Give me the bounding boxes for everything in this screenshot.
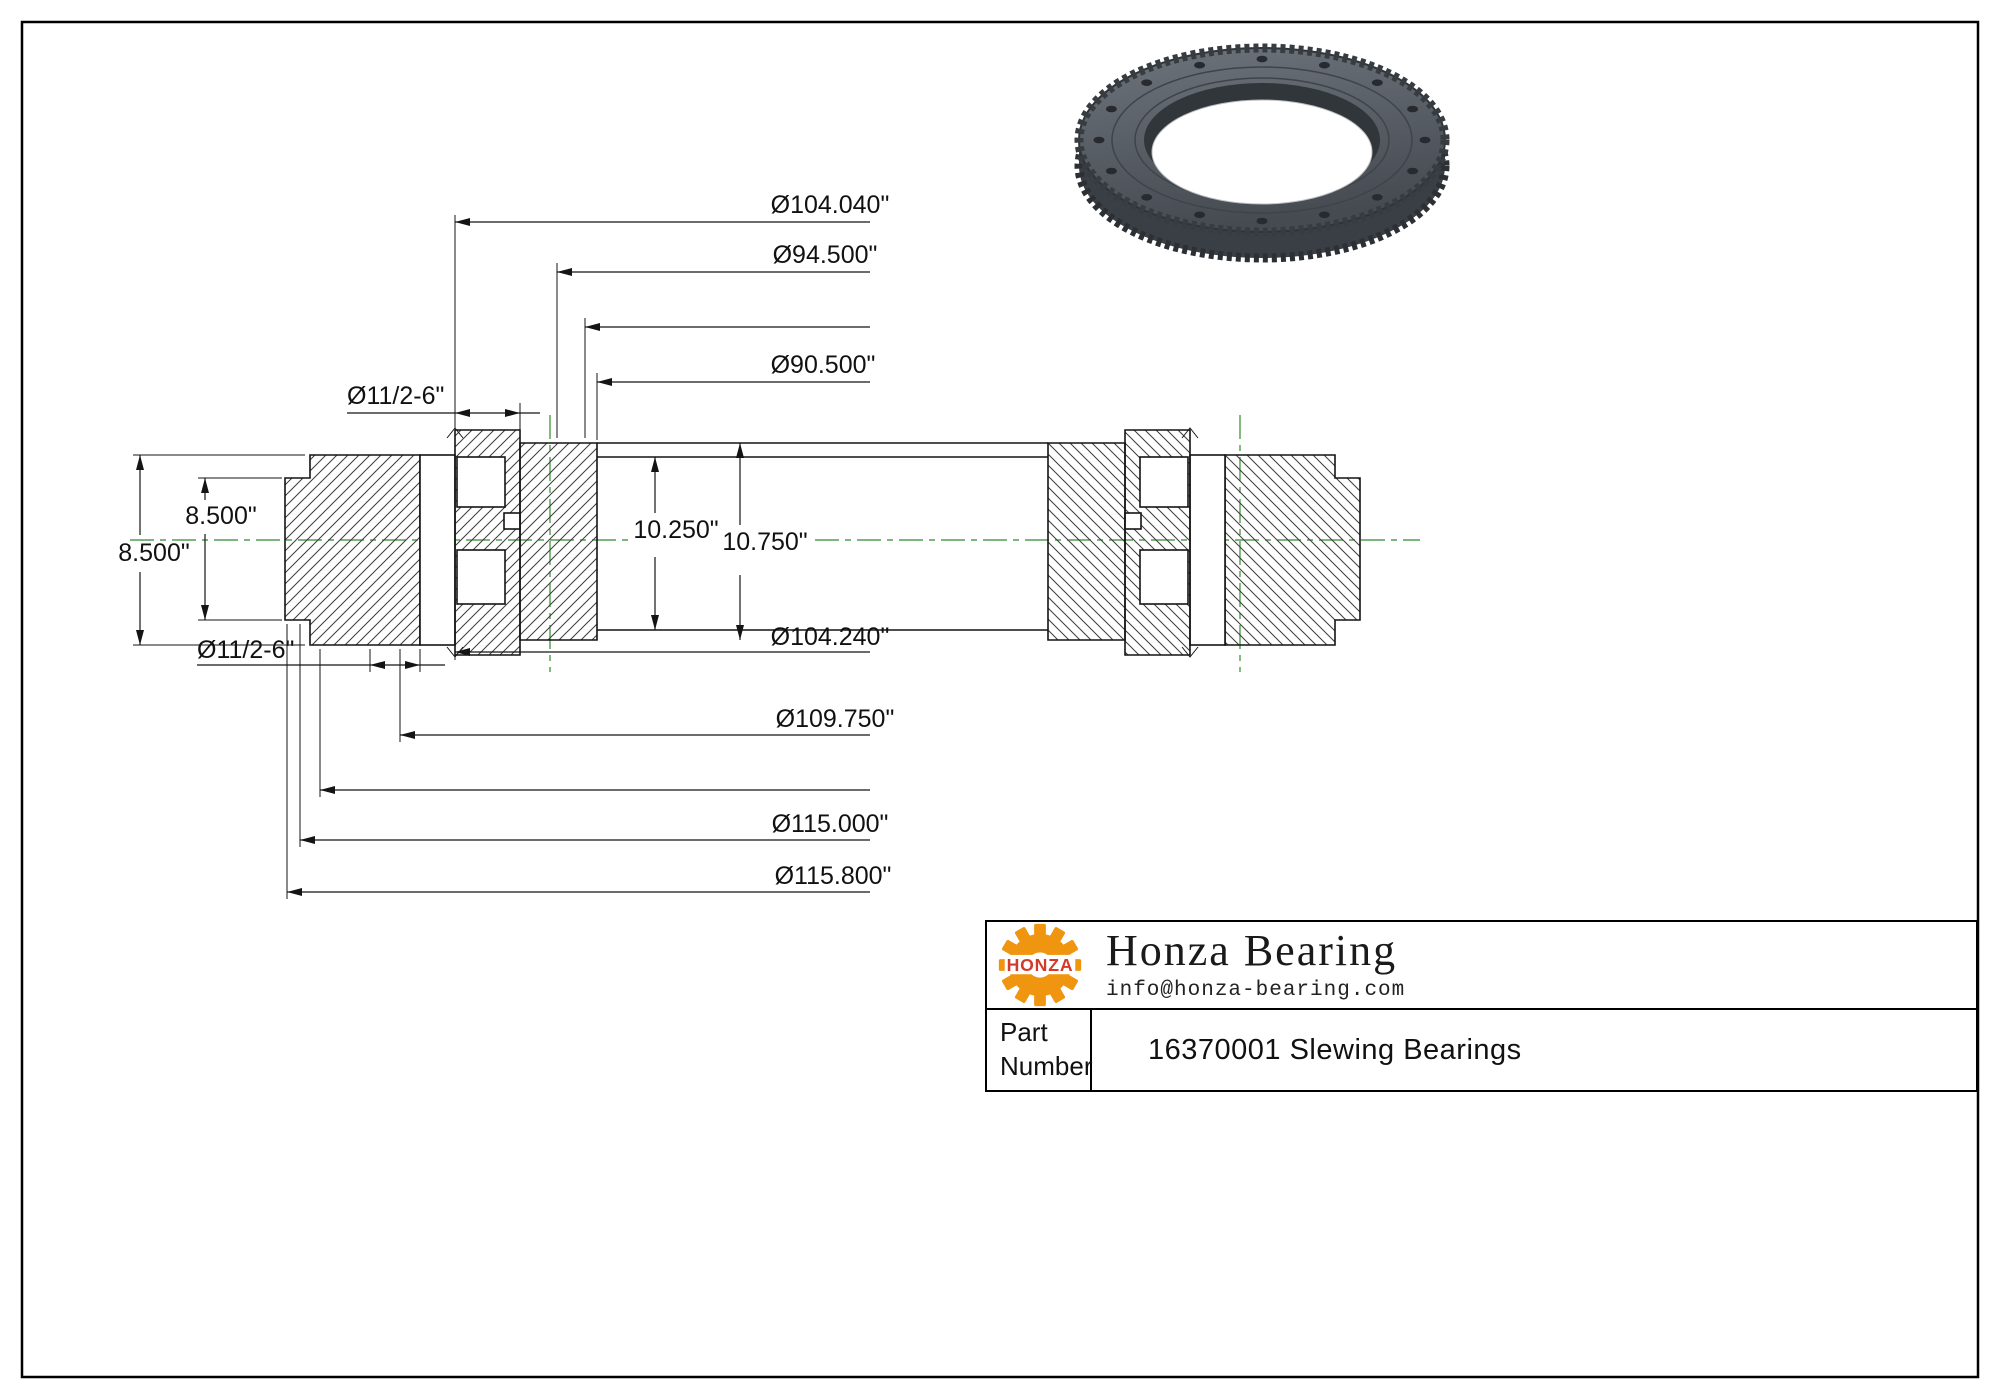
dim-label-bore-outer: 10.750" xyxy=(722,528,807,556)
cross-section-left xyxy=(284,427,598,658)
outer-flange-ring-right xyxy=(1224,454,1361,646)
bearing-3d-render xyxy=(1074,43,1450,263)
part-number-value: 16370001 Slewing Bearings xyxy=(1148,1033,1522,1066)
dim-bolt-bottom: Ø11/2-6" xyxy=(197,636,445,672)
dim-height-flange: 8.500" xyxy=(185,477,282,621)
logo-text: HONZA xyxy=(1006,955,1073,975)
roller-spacer-right xyxy=(1124,512,1142,530)
outer-flange-ring-left xyxy=(284,454,421,646)
dim-unlabeled-bottom xyxy=(319,649,870,797)
dim-label-bore-inner: 10.250" xyxy=(633,516,718,544)
dim-label-height-outer: 8.500" xyxy=(118,539,189,567)
dim-bore-inner: 10.250" xyxy=(633,457,719,630)
dim-dia-115-800: Ø115.800" xyxy=(286,624,892,899)
dim-label-dia-90-500: Ø90.500" xyxy=(771,351,876,379)
dim-dia-115-000: Ø115.000" xyxy=(299,624,889,847)
roller-upper-left xyxy=(456,456,506,508)
inner-lip-ring-right xyxy=(1047,442,1126,641)
gear-tooth-mark-bottom-right xyxy=(1181,646,1199,658)
honza-logo-gear-icon: HONZA xyxy=(998,923,1081,1007)
dim-label-height-flange: 8.500" xyxy=(185,502,256,530)
dim-dia-90-500: Ø90.500" xyxy=(596,351,876,440)
roller-lower-left xyxy=(456,549,506,605)
ring-gap-right xyxy=(1189,454,1226,646)
dim-height-outer: 8.500" xyxy=(118,454,305,646)
roller-lower-right xyxy=(1139,549,1189,605)
title-block: HONZA Honza Bearing info@honza-bearing.c… xyxy=(985,920,1978,1092)
roller-spacer-left xyxy=(503,512,521,530)
dim-label-bolt-top: Ø11/2-6" xyxy=(347,382,444,410)
dim-dia-109-750: Ø109.750" xyxy=(399,649,895,742)
title-block-header-row: HONZA Honza Bearing info@honza-bearing.c… xyxy=(987,922,1976,1011)
company-email: info@honza-bearing.com xyxy=(1106,978,1406,1002)
gear-tooth-mark-top-right xyxy=(1181,427,1199,439)
ring-gap-left xyxy=(419,454,456,646)
dim-label-dia-109-750: Ø109.750" xyxy=(776,705,895,733)
dim-dia-104-240: Ø104.240" xyxy=(454,623,890,660)
dim-bore-outer: 10.750" xyxy=(722,443,808,640)
company-logo: HONZA xyxy=(987,923,1092,1007)
bolt-holes xyxy=(1093,55,1431,225)
part-number-label: Part Number xyxy=(987,1010,1092,1090)
dim-dia-104-040: Ø104.040" xyxy=(454,191,890,428)
dim-label-dia-104-240: Ø104.240" xyxy=(771,623,890,651)
dim-bolt-top: Ø11/2-6" xyxy=(347,382,540,435)
inner-lip-ring-left xyxy=(519,442,598,641)
dim-label-dia-115-800: Ø115.800" xyxy=(775,862,892,890)
dim-unlabeled-top xyxy=(584,318,870,438)
dim-dia-94-500: Ø94.500" xyxy=(556,241,878,438)
company-name: Honza Bearing xyxy=(1106,925,1398,975)
dim-label-bolt-bottom: Ø11/2-6" xyxy=(197,636,294,664)
dim-label-dia-104-040: Ø104.040" xyxy=(771,191,890,219)
cross-section-right xyxy=(1047,427,1361,658)
roller-upper-right xyxy=(1139,456,1189,508)
dimensions: Ø104.040" Ø94.500" Ø90.500" Ø11/2-6" xyxy=(118,191,894,899)
dim-label-dia-115-000: Ø115.000" xyxy=(772,810,889,838)
bore-lines xyxy=(597,442,1048,631)
title-block-part-row: Part Number 16370001 Slewing Bearings xyxy=(987,1010,1976,1090)
page-border xyxy=(20,20,1980,1379)
dim-label-dia-94-500: Ø94.500" xyxy=(773,241,878,269)
